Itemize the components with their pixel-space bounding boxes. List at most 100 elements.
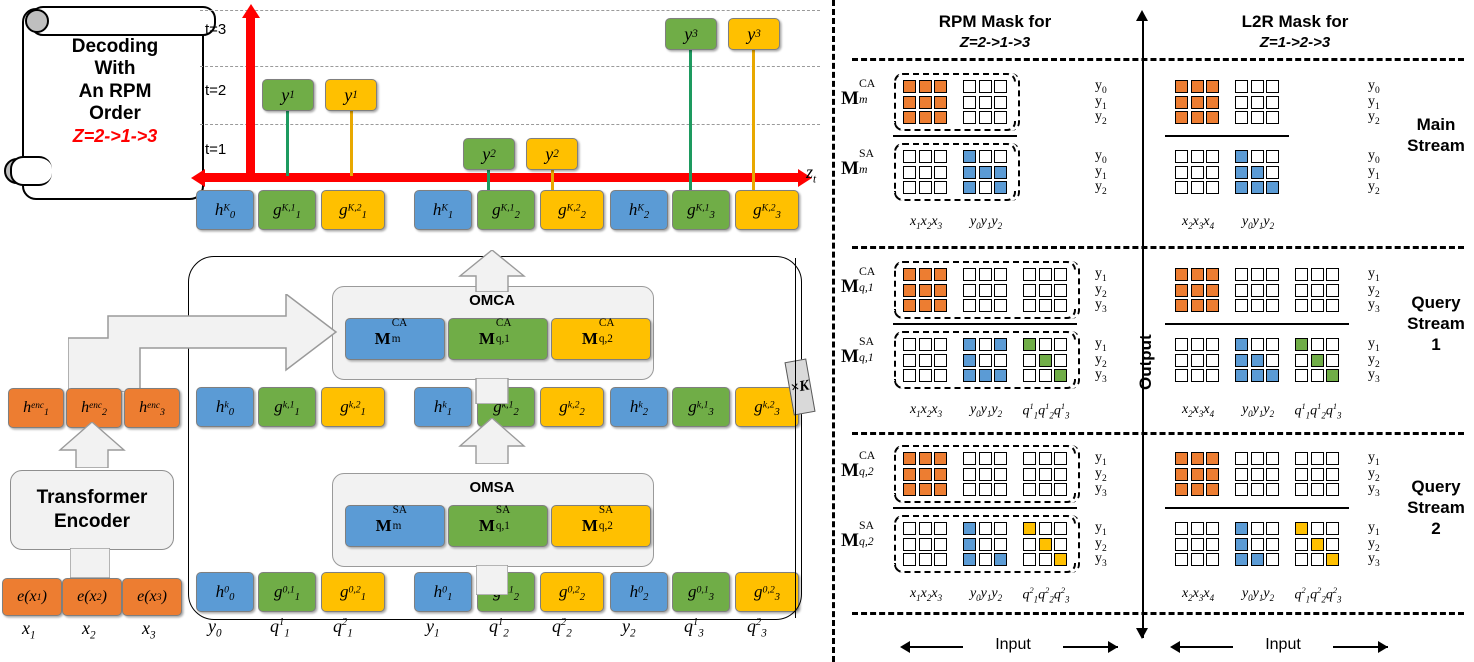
mask-cell [1326,353,1339,367]
mask-bracket-corner [894,515,1076,525]
arrow-y1-green [282,101,292,176]
mask-cell [1023,369,1036,382]
mask-cell [1038,452,1052,465]
mask-cell [963,165,976,179]
mask-cell [1190,522,1204,535]
mask-cell [1326,283,1339,297]
mask-grid-main-stream-rpm-0-1 [963,80,1007,124]
mask-cell [1266,150,1279,163]
mask-cell [963,537,976,551]
mask-cell [1206,537,1219,551]
arrow-y3-green [685,42,695,194]
mask-bracket-corner [894,379,1076,389]
mask-cell [1310,369,1324,382]
mask-cell [1175,299,1188,312]
scroll-line-2: With [94,58,136,80]
stream-label-line: Query [1411,476,1461,496]
mask-cell [978,537,992,551]
mask-cell [1266,369,1279,382]
mask-cell [963,369,976,382]
mid-token-7: gk,13 [672,387,730,427]
bottom-token-2: g0,21 [321,572,385,612]
mask-col-labels: q11q12q13 [1294,402,1342,421]
mask-cell [1250,165,1264,179]
mask-cell [1206,299,1219,312]
mask-cell [1054,452,1067,465]
mask-cell [1326,268,1339,281]
repeat-loop-line [795,258,797,618]
mask-grid-query-stream-1-rpm-0-1 [963,268,1007,312]
mask-cell [1175,537,1188,551]
bottom-label-3: y1 [426,616,440,640]
bottom-label-7: q13 [684,616,704,640]
mask-bracket-corner [894,261,1076,271]
section-divider-bottom [852,612,1464,615]
mask-cell [1295,353,1308,367]
scroll-bottom-roll [10,156,52,186]
x-axis-arrow-left [191,168,205,187]
mask-grid-query-stream-1-rpm-1-0 [903,338,947,382]
mask-cell [1326,467,1339,481]
section-divider-2 [852,432,1464,435]
mask-cell [1235,165,1248,179]
mask-cell [1250,111,1264,124]
mask-cell [1235,483,1248,496]
mask-cell [1023,553,1036,566]
mask-cell [918,268,932,281]
mask-cell [1266,299,1279,312]
mask-cell [1310,268,1324,281]
mask-grid-main-stream-l2r-1-1 [1235,150,1279,194]
mask-cell [1250,181,1264,194]
mask-col-labels: q11q12q13 [1022,402,1070,421]
mask-cell [1235,467,1248,481]
output-axis-arrow-down [1136,628,1148,639]
input-label-left: Input [963,636,1063,654]
mask-row-label: y2 [1368,465,1380,484]
mask-cell [978,483,992,496]
mask-cell [978,522,992,535]
mask-cell [1038,268,1052,281]
mask-bracket-corner [894,563,1076,573]
mask-cell [978,95,992,109]
mask-cell [1038,467,1052,481]
mask-cell [1250,369,1264,382]
mask-grid-main-stream-l2r-0-1 [1235,80,1279,124]
mask-grid-query-stream-2-rpm-1-2 [1023,522,1067,566]
mask-cell [1326,522,1339,535]
arrow-omca-to-output [452,250,532,292]
mask-cell [918,537,932,551]
mask-cell [1310,353,1324,367]
mask-cell [934,483,947,496]
mask-cell [1235,111,1248,124]
top-token-0: hK0 [196,190,254,230]
mask-cell [1235,353,1248,367]
mask-grid-query-stream-2-l2r-1-1 [1235,522,1279,566]
mask-cell [1190,369,1204,382]
mask-col-labels: y0y1y2 [969,402,1003,419]
mid-token-8: gk,23 [735,387,799,427]
mask-cell [934,299,947,312]
arrow-tokens-to-omca [452,378,532,404]
mask-row-label: y1 [1095,266,1107,284]
mask-cell [1038,553,1052,566]
encoder-input-label-1: x2 [82,618,96,642]
mask-cell [1023,467,1036,481]
mask-cell [1206,338,1219,351]
mask-grid-query-stream-2-l2r-0-0 [1175,452,1219,496]
mask-cell [1190,111,1204,124]
mask-cell [918,80,932,93]
mask-bracket-corner [894,493,1076,503]
mask-name-main-stream-1: MSAmSA [841,147,874,179]
tick-t1: t=1 [205,141,227,158]
mask-row-label: y2 [1368,351,1380,370]
mask-cell [1326,299,1339,312]
mask-row-label: y3 [1095,481,1107,499]
mask-cell [994,150,1007,163]
top-token-4: gK,12 [477,190,535,230]
y-axis [246,18,255,182]
